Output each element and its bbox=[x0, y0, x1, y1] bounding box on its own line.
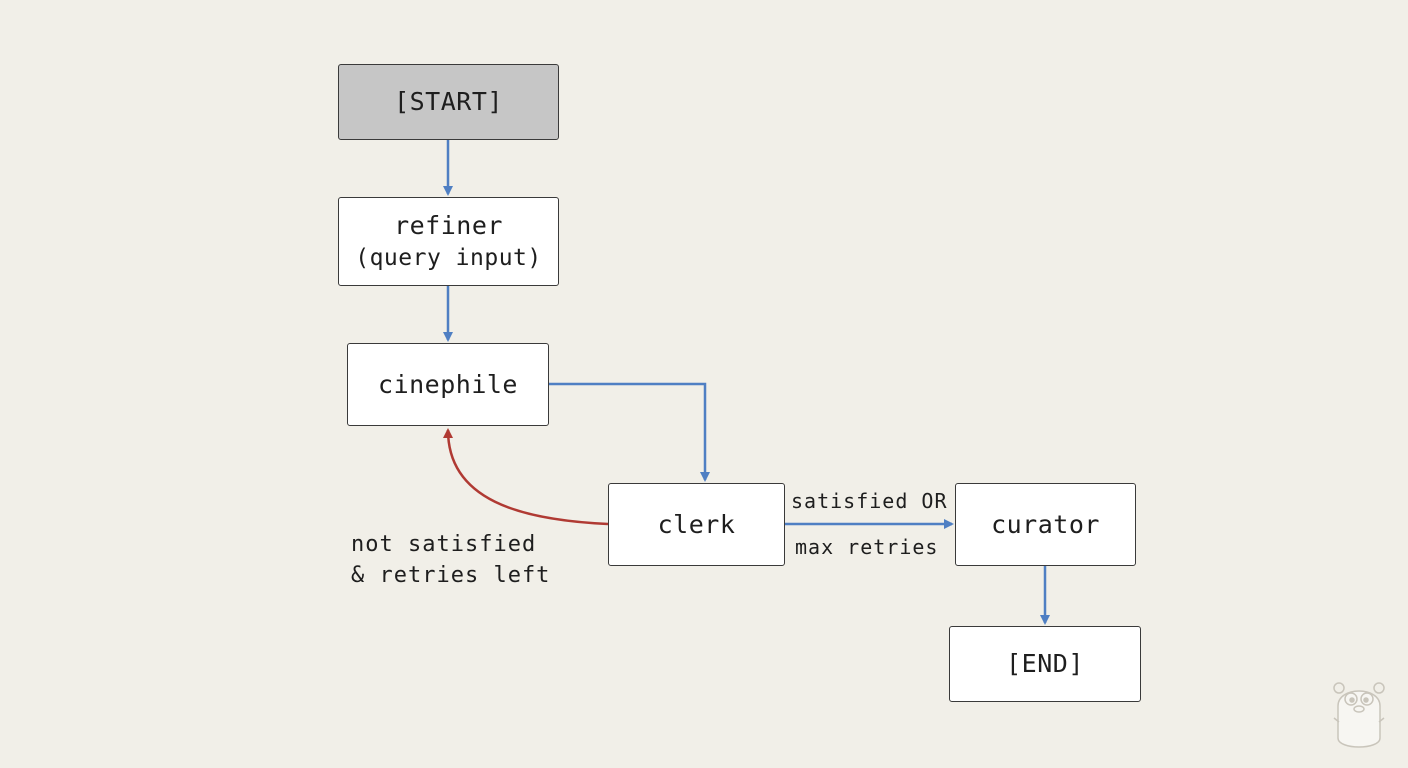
cinephile-node: cinephile bbox=[347, 343, 549, 426]
start-node: [START] bbox=[338, 64, 559, 140]
edge-clerk-loop-to-cinephile bbox=[443, 428, 609, 526]
refiner-node-sublabel: (query input) bbox=[355, 244, 542, 271]
edge-cinephile-to-clerk bbox=[549, 382, 710, 482]
clerk-node-label: clerk bbox=[657, 509, 736, 539]
curator-node-label: curator bbox=[991, 509, 1100, 539]
end-node-label: [END] bbox=[1006, 649, 1084, 678]
edge-label-max-retries: max retries bbox=[795, 535, 939, 559]
start-node-label: [START] bbox=[394, 87, 503, 116]
gopher-icon bbox=[1333, 682, 1385, 748]
clerk-node: clerk bbox=[608, 483, 785, 566]
refiner-node: refiner (query input) bbox=[338, 197, 559, 286]
curator-node: curator bbox=[955, 483, 1136, 566]
cinephile-node-label: cinephile bbox=[378, 369, 518, 399]
edge-label-satisfied-or: satisfied OR bbox=[791, 489, 948, 513]
end-node: [END] bbox=[949, 626, 1141, 702]
refiner-node-label: refiner bbox=[394, 210, 503, 240]
edge-label-retries-left: & retries left bbox=[351, 563, 551, 588]
edge-label-not-satisfied: not satisfied bbox=[351, 532, 537, 557]
